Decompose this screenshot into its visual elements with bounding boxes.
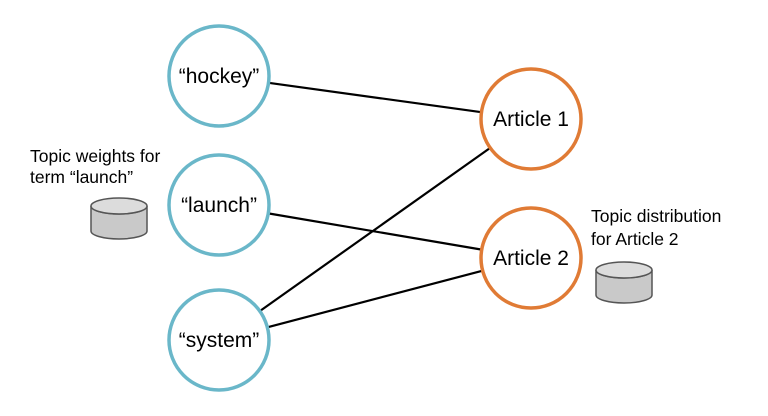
term-circle	[167, 24, 271, 128]
annotation-topic-distribution: Topic distribution for Article 2	[591, 206, 721, 304]
term-label: “launch”	[181, 194, 257, 217]
database-cylinder-icon	[90, 197, 148, 240]
annotation-line: term “launch”	[30, 167, 133, 187]
annotation-term-weights: Topic weights for term “launch”	[30, 146, 161, 240]
cylinder-top	[595, 261, 653, 279]
term-label: “hockey”	[179, 65, 260, 88]
edge-system-article-2	[267, 269, 483, 329]
article-circle	[479, 206, 583, 310]
term-circle	[167, 288, 271, 392]
article-node-2: Article 2	[479, 206, 583, 310]
article-label: Article 2	[493, 247, 569, 270]
database-cylinder-icon	[595, 261, 653, 304]
edge-hockey-article-1	[268, 81, 482, 114]
edges	[259, 81, 491, 329]
term-node-system: “system”	[167, 288, 271, 392]
cylinder-top	[90, 197, 148, 215]
term-node-launch: “launch”	[167, 153, 271, 257]
article-circle	[479, 67, 583, 171]
annotation-line: Topic distribution	[591, 206, 721, 226]
term-node-hockey: “hockey”	[167, 24, 271, 128]
annotation-line: for Article 2	[591, 229, 679, 249]
article-label: Article 1	[493, 108, 569, 131]
term-circle	[167, 153, 271, 257]
article-node-1: Article 1	[479, 67, 583, 171]
annotation-line: Topic weights for	[30, 146, 161, 166]
term-label: “system”	[179, 329, 260, 352]
edge-system-article-1	[259, 147, 491, 312]
edge-launch-article-2	[268, 212, 482, 251]
